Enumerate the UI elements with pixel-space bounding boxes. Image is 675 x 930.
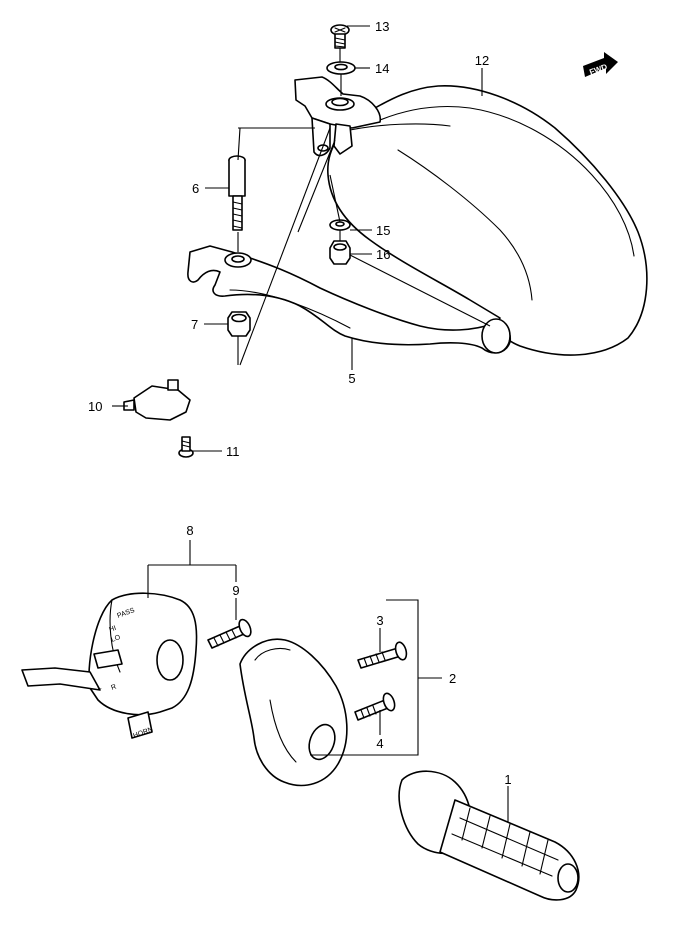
screw-4 (354, 692, 396, 721)
switch-housing-2 (239, 638, 348, 787)
nut-16 (329, 240, 351, 265)
callout-1: 1 (504, 772, 511, 787)
nut-7 (227, 311, 251, 337)
bolt-13 (330, 24, 350, 49)
pivot-bolt-6 (228, 155, 246, 231)
handlebar-grip-1 (398, 770, 580, 901)
callout-4: 4 (376, 736, 383, 751)
callout-12: 12 (475, 53, 489, 68)
callout-3: 3 (376, 613, 383, 628)
screw-11 (178, 436, 194, 458)
callout-7: 7 (191, 317, 198, 332)
assembly-leaders-bottom (112, 25, 509, 822)
forward-arrow-icon: FWD (583, 52, 618, 77)
handlebar-switch-8: PASS HI LO L R HORN (21, 592, 198, 740)
washer-14 (326, 61, 356, 75)
callout-11: 11 (226, 444, 240, 459)
mount-bracket (294, 76, 382, 157)
callout-9: 9 (232, 583, 239, 598)
callout-5: 5 (348, 371, 355, 386)
callout-16: 16 (376, 247, 390, 262)
screw-3 (357, 641, 408, 669)
clutch-lever-5 (187, 245, 512, 354)
callout-labels: 1 2 3 4 5 6 7 8 9 10 11 12 13 14 15 16 (88, 19, 512, 787)
marking-lo: LO (110, 634, 122, 644)
callout-6: 6 (192, 181, 199, 196)
washer-15 (329, 219, 351, 231)
callout-8: 8 (186, 523, 193, 538)
marking-hi: HI (108, 625, 117, 634)
hand-guard (327, 85, 648, 356)
callout-13: 13 (375, 19, 389, 34)
callout-15: 15 (376, 223, 390, 238)
callout-14: 14 (375, 61, 389, 76)
screw-9 (207, 618, 252, 649)
assembly-leaders-top (237, 48, 491, 366)
lever-switch-10 (123, 379, 191, 421)
marking-r: R (110, 684, 117, 692)
callout-2: 2 (449, 671, 456, 686)
callout-10: 10 (88, 399, 102, 414)
marking-l: L (96, 684, 102, 692)
